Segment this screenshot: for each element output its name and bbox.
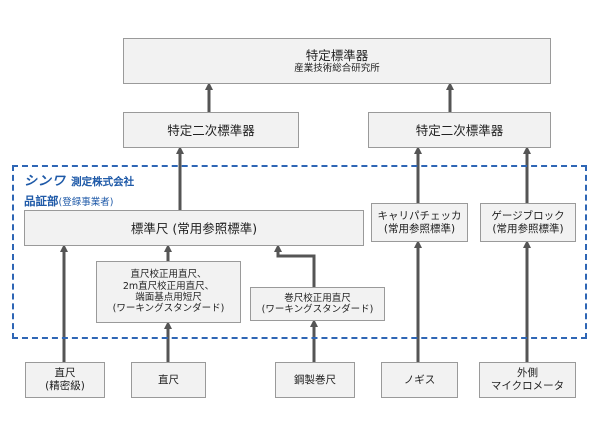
working-tape-line2: (ワーキングスタンダード) <box>261 304 374 315</box>
rule-label: 直尺 <box>158 373 179 386</box>
micrometer-line1: 外側 <box>517 367 538 380</box>
working-straight-box: 直尺校正用直尺、 2m直尺校正用直尺、 端面基点用短尺 (ワーキングスタンダード… <box>96 261 241 323</box>
working-straight-line1: 直尺校正用直尺、 <box>130 269 207 281</box>
company-name: 測定株式会社 <box>71 176 135 188</box>
top-standard-box: 特定標準器 産業技術総合研究所 <box>123 38 551 84</box>
precision-rule-line2: (精密級) <box>45 380 85 392</box>
reference-scale-box: 標準尺 (常用参照標準) <box>24 210 364 246</box>
company-dept: 品証部 <box>24 194 59 209</box>
gauge-block-line2: (常用参照標準) <box>492 222 564 235</box>
secondary-standard-right-label: 特定二次標準器 <box>415 122 504 138</box>
arrow-working-tape-to-reference <box>274 244 316 287</box>
precision-rule-line1: 直尺 <box>54 367 76 380</box>
caliper-checker-line1: キャリパチェッカ <box>377 209 462 222</box>
company-region <box>12 165 587 339</box>
working-straight-line3: 端面基点用短尺 <box>135 292 202 303</box>
secondary-standard-left-label: 特定二次標準器 <box>167 122 255 138</box>
gauge-block-box: ゲージブロック (常用参照標準) <box>480 203 576 242</box>
caliper-checker-line2: (常用参照標準) <box>383 222 456 235</box>
top-standard-subtitle: 産業技術総合研究所 <box>294 62 380 74</box>
working-straight-line4: (ワーキングスタンダード) <box>112 303 225 315</box>
working-tape-line1: 巻尺校正用直尺 <box>284 292 351 304</box>
vernier-box: ノギス <box>381 362 458 398</box>
caliper-checker-box: キャリパチェッカ (常用参照標準) <box>371 203 468 242</box>
top-standard-title: 特定標準器 <box>305 47 369 63</box>
gauge-block-line1: ゲージブロック <box>491 209 565 222</box>
precision-rule-box: 直尺 (精密級) <box>25 362 105 398</box>
steel-tape-box: 鋼製巻尺 <box>275 362 355 398</box>
rule-box: 直尺 <box>131 362 206 398</box>
company-label: シンワ 測定株式会社 品証部(登録事業者) <box>24 170 134 210</box>
micrometer-line2: マイクロメータ <box>490 380 565 392</box>
working-tape-box: 巻尺校正用直尺 (ワーキングスタンダード) <box>250 287 385 321</box>
working-straight-line2: 2m直尺校正用直尺、 <box>122 280 215 292</box>
secondary-standard-right-box: 特定二次標準器 <box>368 112 551 148</box>
steel-tape-label: 鋼製巻尺 <box>294 373 336 386</box>
company-logo: シンワ <box>24 174 67 189</box>
company-registration: (登録事業者) <box>58 197 114 209</box>
vernier-label: ノギス <box>403 373 436 386</box>
secondary-standard-left-box: 特定二次標準器 <box>123 112 299 148</box>
reference-scale-label: 標準尺 (常用参照標準) <box>130 220 258 236</box>
micrometer-box: 外側 マイクロメータ <box>479 362 576 398</box>
